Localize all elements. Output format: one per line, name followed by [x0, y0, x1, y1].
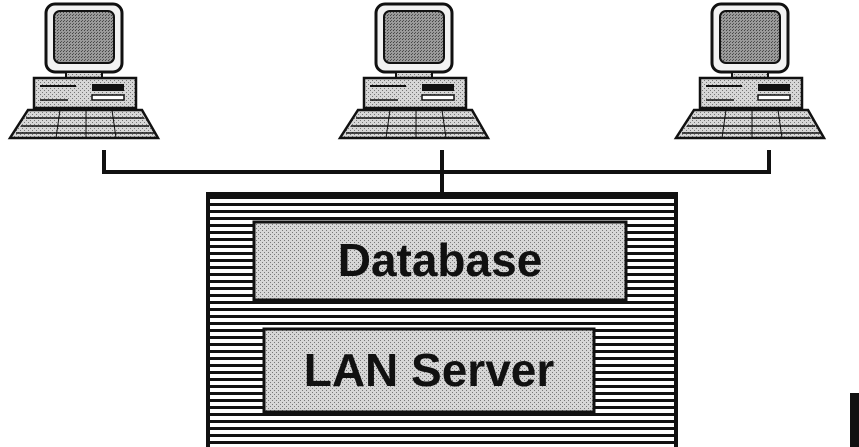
desktop-computer-icon	[8, 2, 160, 140]
server: Database LAN Server	[206, 192, 678, 447]
workstation-left	[8, 2, 160, 140]
workstation-right	[674, 2, 826, 140]
lan-server-label: LAN Server	[304, 344, 555, 396]
database-label: Database	[338, 234, 543, 286]
database-box	[252, 220, 628, 302]
desktop-computer-icon	[674, 2, 826, 140]
page-edge	[850, 393, 859, 447]
workstation-center	[338, 2, 490, 140]
network-cable	[102, 150, 771, 194]
lan-server-box	[262, 327, 596, 414]
desktop-computer-icon	[338, 2, 490, 140]
